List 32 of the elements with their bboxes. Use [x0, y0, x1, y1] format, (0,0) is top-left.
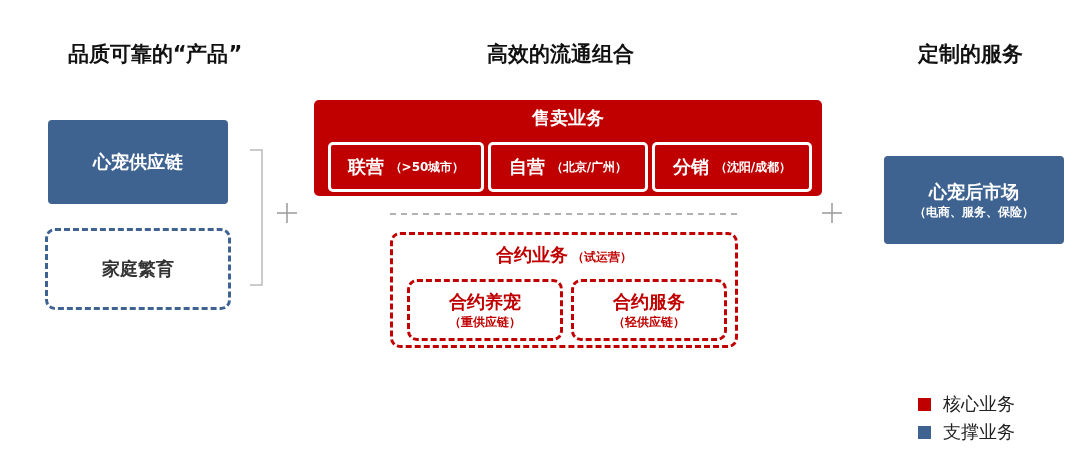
box-title: 分销: [672, 155, 709, 179]
business-group-box: [390, 232, 738, 348]
legend-label: 核心业务: [943, 392, 1015, 416]
box-title: 自营: [508, 155, 545, 179]
box-subtitle: （试运营）: [572, 249, 632, 266]
box-title: 合约服务: [613, 289, 685, 314]
box-title: 合约养宠: [449, 289, 521, 314]
box-title: 心宠供应链: [93, 150, 183, 174]
box-subtitle: （重供应链）: [449, 313, 521, 331]
box-subtitle: （沈阳/成都）: [714, 158, 792, 176]
business-band: [314, 100, 822, 196]
business-box: [45, 228, 231, 310]
column-heading: 定制的服务: [917, 41, 1023, 68]
business-box: [488, 142, 648, 192]
box-title: 售卖业务: [532, 106, 604, 130]
box-title: 合约业务: [496, 243, 568, 267]
box-subtitle: （轻供应链）: [613, 313, 685, 331]
box-subtitle: （>50城市）: [389, 158, 465, 176]
column-heading: 高效的流通组合: [486, 41, 634, 68]
legend-label: 支撑业务: [943, 420, 1015, 444]
business-box: [884, 156, 1064, 244]
business-box: [407, 279, 563, 341]
business-box: [652, 142, 812, 192]
business-box: [328, 142, 484, 192]
box-title: 联营: [347, 155, 384, 179]
box-subtitle: （电商、服务、保险）: [914, 203, 1034, 221]
box-title: 家庭繁育: [102, 257, 174, 281]
column-heading: 品质可靠的“产品”: [67, 41, 243, 68]
box-title: 心宠后市场: [929, 179, 1019, 204]
business-box: [48, 120, 228, 204]
box-subtitle: （北京/广州）: [550, 158, 628, 176]
business-box: [571, 279, 727, 341]
